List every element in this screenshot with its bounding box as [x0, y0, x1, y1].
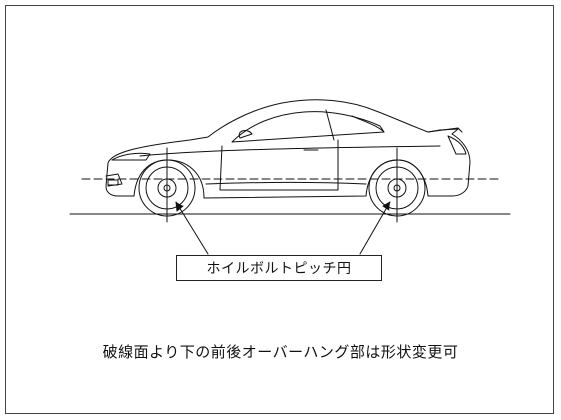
tail-light	[447, 135, 467, 155]
leader-arrow-rear	[382, 201, 391, 211]
fog-lamp	[107, 179, 119, 186]
side-mirror	[238, 130, 253, 139]
leader-line-front	[175, 201, 209, 255]
side-window	[231, 111, 385, 143]
bolt-pitch-circle-callout: ホイルボルトピッチ円	[176, 255, 382, 281]
leader-line-rear	[359, 201, 391, 255]
overhang-note: 破線面より下の前後オーバーハング部は形状変更可	[102, 343, 459, 361]
body-crease-lower	[205, 182, 367, 185]
b-pillar	[325, 109, 335, 141]
headlight	[111, 152, 151, 161]
leader-arrow-front	[175, 201, 184, 212]
door-line	[219, 139, 339, 191]
body-crease-upper	[139, 145, 441, 157]
c-pillar	[351, 115, 385, 133]
callout-label: ホイルボルトピッチ円	[206, 261, 352, 277]
rear-spoiler	[427, 127, 463, 133]
diagram-frame	[5, 5, 554, 414]
